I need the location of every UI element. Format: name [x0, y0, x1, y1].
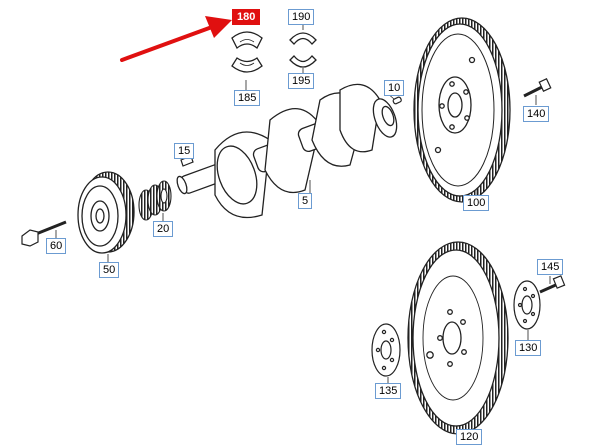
callout-50[interactable]: 50 [99, 262, 120, 278]
flexplate[interactable] [407, 241, 509, 435]
callout-130[interactable]: 130 [515, 340, 542, 356]
callout-5[interactable]: 5 [298, 193, 313, 209]
callout-185[interactable]: 185 [234, 90, 261, 106]
callout-180[interactable]: 180 [232, 9, 261, 25]
vibration-damper[interactable] [77, 171, 135, 254]
callout-195[interactable]: 195 [288, 73, 315, 89]
spacer-disc-front[interactable] [513, 280, 541, 330]
callout-15[interactable]: 15 [174, 143, 195, 159]
callout-100[interactable]: 100 [463, 195, 490, 211]
callout-120[interactable]: 120 [456, 429, 483, 445]
crankshaft-gear[interactable] [138, 180, 172, 221]
flywheel[interactable] [413, 17, 511, 203]
callout-135[interactable]: 135 [375, 383, 402, 399]
bearing-shell-upper[interactable] [231, 31, 263, 50]
pulley-bolt[interactable] [21, 220, 67, 247]
callout-145[interactable]: 145 [537, 259, 564, 275]
callout-10[interactable]: 10 [384, 80, 405, 96]
spacer-disc-rear[interactable] [371, 323, 401, 377]
callout-20[interactable]: 20 [153, 221, 174, 237]
flywheel-bolt[interactable] [523, 77, 552, 98]
crankshaft[interactable] [175, 83, 401, 219]
highlight-arrow [120, 16, 232, 62]
dowel-pin[interactable] [392, 96, 402, 105]
flexplate-bolt[interactable] [539, 275, 566, 294]
callout-60[interactable]: 60 [46, 238, 67, 254]
callout-190[interactable]: 190 [288, 9, 315, 25]
thrust-washer-upper[interactable] [289, 32, 317, 45]
thrust-washer-lower[interactable] [289, 55, 317, 68]
callout-140[interactable]: 140 [523, 106, 550, 122]
bearing-shell-lower[interactable] [231, 57, 263, 73]
